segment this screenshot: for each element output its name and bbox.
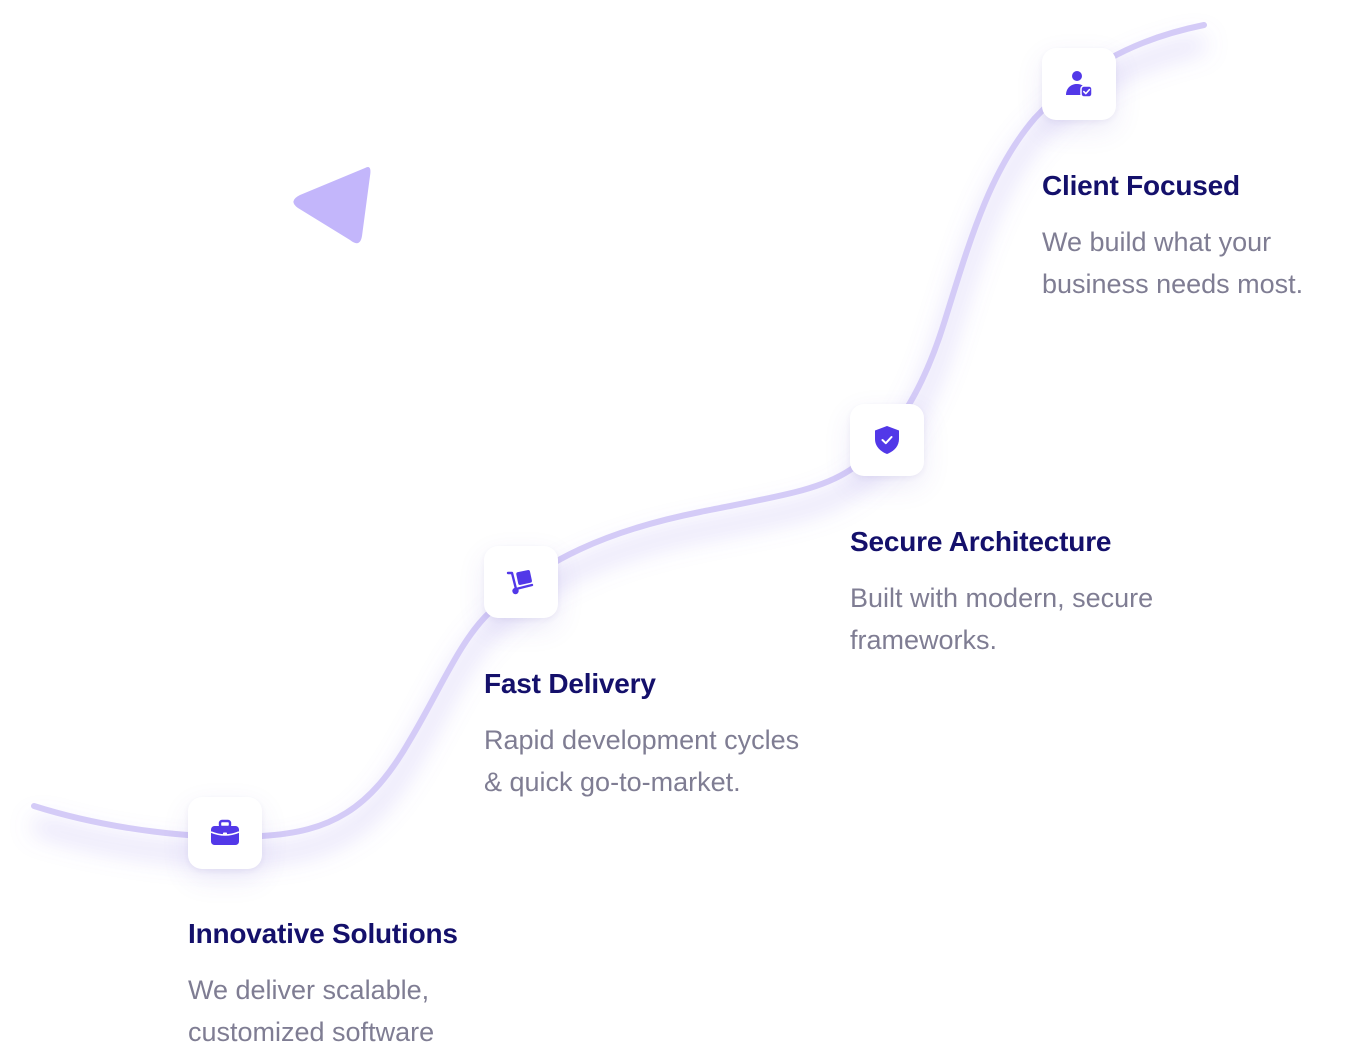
shield-check-icon: [875, 426, 899, 454]
timeline-curve-line: [31, 22, 1207, 840]
step-1-description-line-2: customized software: [188, 1017, 435, 1047]
step-2-description-line-1: Rapid development cycles: [484, 725, 800, 755]
step-2-icon-card: [484, 546, 558, 618]
step-4-description-line-2: business needs most.: [1042, 269, 1304, 299]
step-4-icon-card: [1042, 48, 1116, 120]
step-2-description: Rapid development cycles & quick go-to-m…: [484, 719, 799, 803]
step-1-title: Innovative Solutions: [188, 918, 458, 949]
step-4-description: We build what your business needs most.: [1042, 221, 1303, 305]
step-2-description-line-2: & quick go-to-market.: [484, 767, 741, 797]
step-1-description: We deliver scalable, customized software: [188, 969, 434, 1053]
step-1-description-line-1: We deliver scalable,: [188, 975, 430, 1005]
step-1-icon-card: [188, 797, 262, 869]
step-3-description-line-1: Built with modern, secure: [850, 583, 1154, 613]
step-4-title: Client Focused: [1042, 170, 1240, 201]
step-3-description: Built with modern, secure frameworks.: [850, 577, 1153, 661]
step-4-description-line-1: We build what your: [1042, 227, 1272, 257]
step-3-icon-card: [850, 404, 924, 476]
step-3-description-line-2: frameworks.: [850, 625, 998, 655]
step-3-title: Secure Architecture: [850, 526, 1112, 557]
user-check-icon: [1066, 71, 1093, 98]
briefcase-icon: [210, 819, 240, 845]
step-2-title: Fast Delivery: [484, 668, 656, 699]
timeline-curve-shadow: [31, 36, 1206, 862]
hand-truck-icon: [506, 570, 534, 595]
